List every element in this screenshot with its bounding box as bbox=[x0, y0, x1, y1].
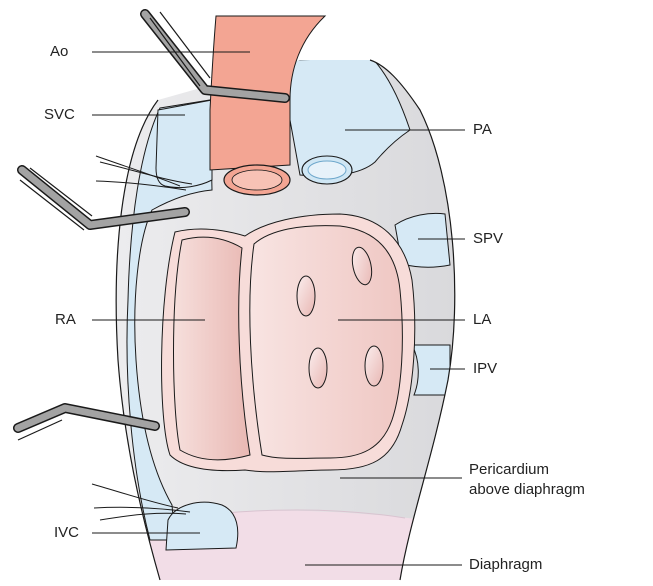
label-ivc: IVC bbox=[54, 524, 79, 542]
label-svc: SVC bbox=[44, 106, 75, 124]
pv-ostium bbox=[297, 276, 315, 316]
svc-vessel bbox=[156, 100, 212, 188]
label-pericardium: Pericardium above diaphragm bbox=[469, 460, 585, 500]
label-pa: PA bbox=[473, 121, 492, 139]
label-spv: SPV bbox=[473, 230, 503, 248]
label-pericardium-line2: above diaphragm bbox=[469, 480, 585, 500]
label-diaphragm: Diaphragm bbox=[469, 556, 542, 574]
ivc-vessel bbox=[166, 502, 238, 550]
label-la: LA bbox=[473, 311, 491, 329]
left-atrium bbox=[250, 226, 403, 459]
pv-ostium bbox=[365, 346, 383, 386]
label-pericardium-line1: Pericardium bbox=[469, 460, 585, 480]
pv-ostium bbox=[309, 348, 327, 388]
label-ipv: IPV bbox=[473, 360, 497, 378]
label-ao: Ao bbox=[50, 43, 68, 61]
right-atrium bbox=[174, 237, 251, 460]
label-ra: RA bbox=[55, 311, 76, 329]
